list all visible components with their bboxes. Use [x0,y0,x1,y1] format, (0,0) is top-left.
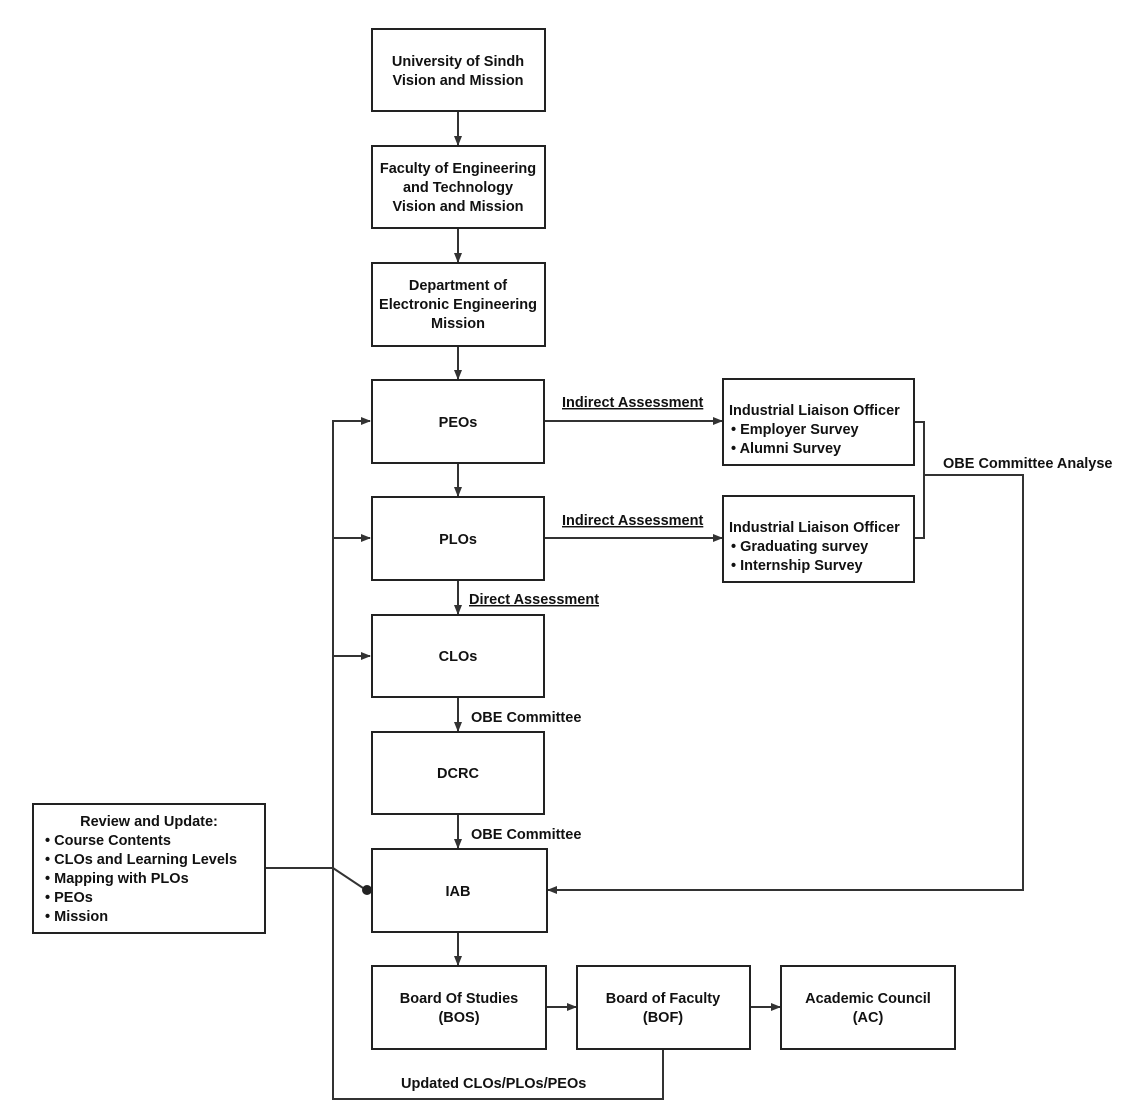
node-dcrc: DCRC [371,731,545,815]
node-ilo-1: Industrial Liaison Officer • Employer Su… [722,378,915,466]
bracket-ilo [914,421,925,539]
review-connector [265,867,367,891]
node-review-title: Review and Update: [80,814,218,830]
node-review-bullet-5: • Mission [45,909,108,925]
node-plos-label: PLOs [439,532,477,548]
label-indirect-assessment-1: Indirect Assessment [562,395,703,411]
node-faculty: Faculty of Engineering and Technology Vi… [371,145,546,229]
node-department-line-1: Department of [409,278,507,294]
node-bos: Board Of Studies (BOS) [371,965,547,1050]
node-ilo-1-bullet-2: • Alumni Survey [731,441,841,457]
node-ilo-2: Industrial Liaison Officer • Graduating … [722,495,915,583]
node-plos: PLOs [371,496,545,581]
switch-dot [362,885,372,895]
node-bos-line-2: (BOS) [438,1010,479,1026]
node-review-bullet-2: • CLOs and Learning Levels [45,852,237,868]
node-ilo-1-bullet-1: • Employer Survey [731,422,859,438]
node-university-line-1: University of Sindh [392,54,524,70]
label-updated-outcomes: Updated CLOs/PLOs/PEOs [401,1076,586,1092]
label-obe-committee-1: OBE Committee [471,710,581,726]
node-ilo-2-title: Industrial Liaison Officer [729,520,900,536]
node-faculty-line-1: Faculty of Engineering [380,161,536,177]
label-indirect-assessment-2: Indirect Assessment [562,513,703,529]
connectors [265,111,1024,1100]
node-department-line-2: Electronic Engineering [379,297,537,313]
arrow-obe-analyse-iab [547,474,1024,894]
label-direct-assessment: Direct Assessment [469,592,599,608]
node-bof: Board of Faculty (BOF) [576,965,751,1050]
label-obe-committee-2: OBE Committee [471,827,581,843]
node-bos-line-1: Board Of Studies [400,991,518,1007]
node-department: Department of Electronic Engineering Mis… [371,262,546,347]
node-bof-line-1: Board of Faculty [606,991,720,1007]
node-faculty-line-3: Vision and Mission [392,199,523,215]
node-bof-line-2: (BOF) [643,1010,683,1026]
node-review: Review and Update: • Course Contents • C… [32,803,266,934]
node-ilo-2-bullet-2: • Internship Survey [731,558,863,574]
node-ac: Academic Council (AC) [780,965,956,1050]
node-university: University of Sindh Vision and Mission [371,28,546,112]
node-iab: IAB [371,848,548,933]
node-peos: PEOs [371,379,545,464]
node-dcrc-label: DCRC [437,766,479,782]
node-clos-label: CLOs [439,649,478,665]
node-university-line-2: Vision and Mission [392,73,523,89]
node-iab-label: IAB [446,884,471,900]
node-ac-line-2: (AC) [853,1010,884,1026]
node-ilo-1-title: Industrial Liaison Officer [729,403,900,419]
node-clos: CLOs [371,614,545,698]
node-review-bullet-4: • PEOs [45,890,93,906]
label-obe-committee-analyse: OBE Committee Analyse [943,456,1112,472]
node-ilo-2-bullet-1: • Graduating survey [731,539,868,555]
node-review-bullet-1: • Course Contents [45,833,171,849]
node-faculty-line-2: and Technology [403,180,513,196]
node-department-line-3: Mission [431,316,485,332]
node-review-bullet-3: • Mapping with PLOs [45,871,189,887]
feedback-loop [332,417,664,1100]
node-ac-line-1: Academic Council [805,991,931,1007]
node-peos-label: PEOs [439,415,478,431]
